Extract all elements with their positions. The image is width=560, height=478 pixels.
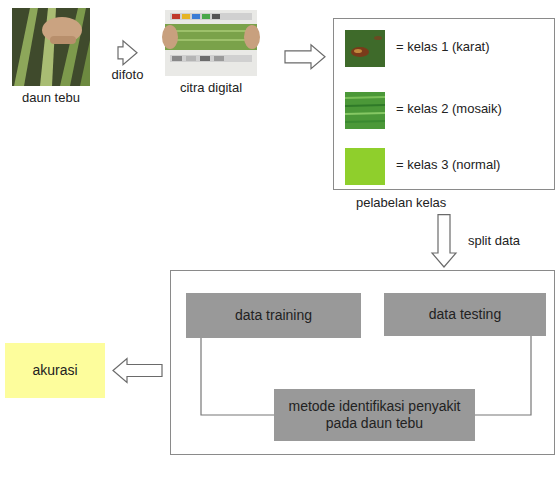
chart-patch <box>186 56 196 61</box>
chart-patch <box>172 14 180 19</box>
process-box: metode identifikasi penyakit pada daun t… <box>274 389 475 441</box>
hand <box>42 17 82 43</box>
block-arrow <box>432 215 456 267</box>
edge-label: split data <box>466 233 522 248</box>
block-arrow <box>113 359 162 383</box>
box-label: data testing <box>429 306 501 323</box>
leaf-photo <box>12 8 90 86</box>
caption: daun tebu <box>0 90 110 106</box>
swatch-ground <box>345 92 385 129</box>
color-chart <box>170 13 252 20</box>
leaf-vein <box>165 30 257 32</box>
swatch-ground <box>345 148 385 185</box>
caption: pelabelan kelas <box>356 195 446 211</box>
hand <box>244 25 260 49</box>
class-label: = kelas 1 (karat) <box>396 39 490 55</box>
swatch-karat <box>345 30 385 67</box>
edge-label: difoto <box>110 67 146 82</box>
box-label: akurasi <box>32 362 77 379</box>
chart-patch <box>182 14 190 19</box>
chart-patch <box>202 14 210 19</box>
block-arrow <box>285 45 325 69</box>
chart-patch <box>192 14 200 19</box>
swatch-normal <box>345 148 385 185</box>
image-ground <box>165 10 257 76</box>
box-label: data training <box>235 307 312 324</box>
rust-spot <box>354 49 362 53</box>
result-box: akurasi <box>5 343 105 398</box>
finger <box>50 36 76 44</box>
chart-patch <box>172 56 182 61</box>
connector-line <box>475 336 531 415</box>
leaf-blade <box>14 8 38 86</box>
box-label: metode identifikasi penyakit pada daun t… <box>282 398 467 432</box>
mosaic-stripe <box>345 113 385 114</box>
chart-patch <box>200 56 210 61</box>
block-arrow <box>118 41 137 65</box>
process-box: data training <box>186 293 361 338</box>
connector-line <box>201 338 274 415</box>
rust-spot <box>351 47 369 57</box>
swatch-mosaik <box>345 92 385 129</box>
process-box: data testing <box>384 293 546 336</box>
swatch-ground <box>345 30 385 67</box>
class-label: = kelas 3 (normal) <box>396 157 500 173</box>
leaf-vein <box>165 39 257 41</box>
label-panel: = kelas 1 (karat) = kelas 2 (mosaik) = kel… <box>333 18 555 190</box>
leaf-band <box>165 24 257 50</box>
image-node: citra digital <box>165 10 257 76</box>
mosaic-stripe <box>345 121 385 122</box>
mosaic-stripe <box>345 97 385 98</box>
caption: citra digital <box>145 80 277 96</box>
rust-spot <box>374 36 382 40</box>
mosaic-stripe <box>345 105 385 106</box>
class-label: = kelas 2 (mosaik) <box>396 101 502 117</box>
process-group: data training data testing metode identifi… <box>170 270 555 455</box>
chart-patch <box>212 14 220 19</box>
color-chart <box>170 55 252 62</box>
photo-ground <box>12 8 90 86</box>
chart-patch <box>214 56 224 61</box>
hand <box>162 25 178 49</box>
photo-node: daun tebu <box>12 8 90 86</box>
leaf-blade <box>80 40 90 86</box>
digital-image <box>162 10 260 76</box>
